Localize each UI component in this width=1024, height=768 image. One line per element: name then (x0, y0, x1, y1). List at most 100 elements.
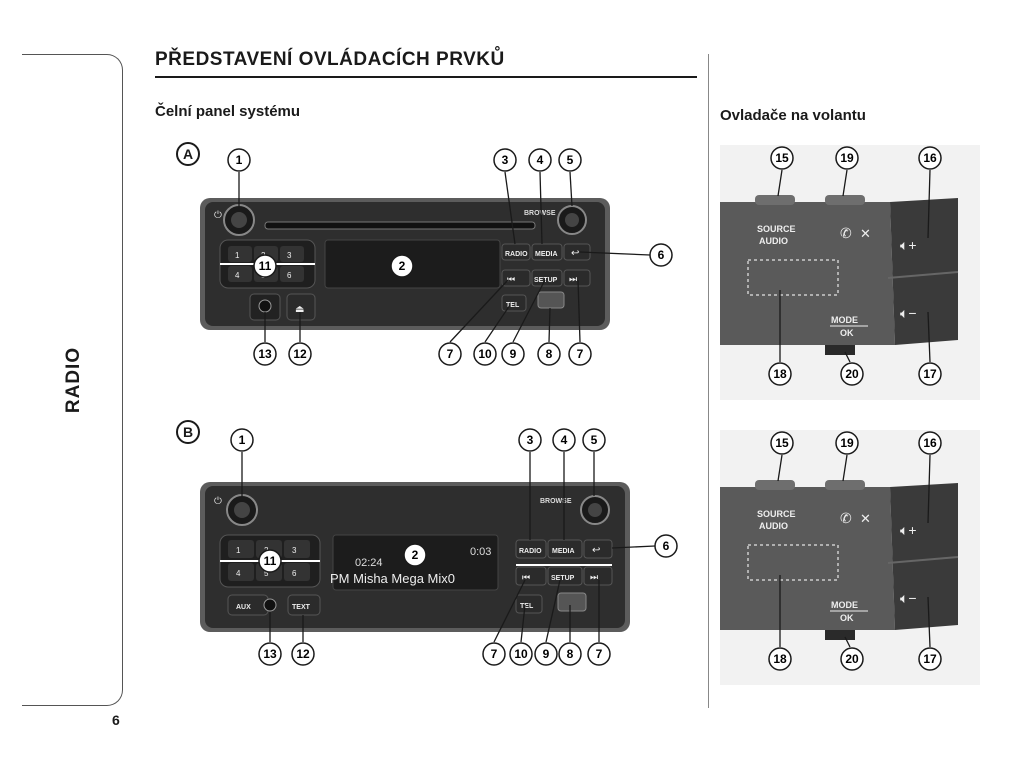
preset-4-b[interactable] (228, 563, 254, 581)
preset-6-b[interactable] (284, 563, 310, 581)
preset-3-a[interactable] (280, 246, 304, 262)
preset-6-a[interactable] (280, 266, 304, 282)
back-icon-b: ↩ (592, 545, 600, 556)
radio-button-b[interactable] (515, 539, 547, 559)
hangup-icon-2: ✕ (860, 511, 871, 526)
svg-text:11: 11 (259, 259, 272, 273)
radio-button-a[interactable] (501, 243, 531, 261)
text-button-b[interactable] (287, 594, 321, 616)
media-button-a-label: MEDIA (535, 251, 558, 258)
svg-text:4: 4 (537, 153, 544, 167)
prev-button-a[interactable] (501, 269, 531, 287)
svg-text:9: 9 (543, 647, 550, 661)
callouts-b: 1 3 4 5 6 2 11 7 10 9 8 7 13 12 (230, 428, 678, 666)
eject-button-a[interactable] (286, 293, 316, 321)
source-label-1: SOURCE (757, 224, 796, 234)
rocker-split-1 (887, 271, 959, 279)
steering-callouts-1: 15 19 16 18 20 17 (768, 146, 942, 386)
text-button-b-label: TEXT (292, 604, 311, 611)
radio-button-b-label: RADIO (519, 548, 542, 555)
steering-callouts-2: 15 19 16 18 20 17 (768, 431, 942, 671)
source-button-top-1[interactable] (755, 195, 795, 205)
svg-text:4: 4 (561, 433, 568, 447)
preset-4-a[interactable] (228, 266, 252, 282)
audio-label-1: AUDIO (759, 236, 788, 246)
preset-1-b[interactable] (228, 540, 254, 558)
preset-3-b[interactable] (284, 540, 310, 558)
svg-text:20: 20 (845, 652, 859, 666)
mode-wheel-2[interactable] (825, 630, 855, 640)
svg-text:5: 5 (567, 153, 574, 167)
svg-text:19: 19 (840, 436, 854, 450)
source-button-top-2[interactable] (755, 480, 795, 490)
callouts-a: 1 3 4 5 6 2 11 7 10 9 8 7 13 12 (227, 148, 673, 366)
svg-text:11: 11 (264, 554, 277, 568)
usb-port-a[interactable] (537, 291, 565, 309)
phone-button-top-2[interactable] (825, 480, 865, 490)
svg-text:2: 2 (412, 548, 419, 562)
prev-icon-a: ⏮ (507, 274, 515, 284)
media-button-b[interactable] (547, 539, 583, 559)
page-title: PŘEDSTAVENÍ OVLÁDACÍCH PRVKŮ (155, 49, 505, 70)
volume-up-icon-2: 🔈︎+ (900, 522, 917, 538)
leader-lines-b (241, 452, 656, 643)
browse-knob-b-center (588, 503, 602, 517)
browse-label-a: BROWSE (524, 210, 556, 217)
tel-button-b[interactable] (515, 594, 543, 614)
side-tab-label: RADIO (63, 346, 84, 414)
media-button-b-label: MEDIA (552, 548, 575, 555)
next-button-a[interactable] (563, 269, 591, 287)
volume-down-icon-1: 🔈︎− (900, 305, 917, 321)
svg-text:18: 18 (773, 652, 787, 666)
ok-label-1: OK (840, 328, 854, 338)
steering-leaders-2 (777, 454, 931, 648)
svg-text:17: 17 (923, 652, 937, 666)
prev-button-b[interactable] (515, 566, 547, 586)
mode-wheel-1[interactable] (825, 345, 855, 355)
preset-1-a[interactable] (228, 246, 252, 262)
volume-rocker-2 (890, 483, 958, 630)
svg-text:1: 1 (239, 433, 246, 447)
svg-text:2: 2 (399, 259, 406, 273)
display-b-time: 02:24 (355, 557, 383, 569)
setup-button-b[interactable] (547, 566, 583, 586)
svg-text:6: 6 (658, 248, 665, 262)
next-icon-b: ⏭ (590, 572, 598, 582)
steering-controls-2: SOURCE AUDIO ✆ ✕ 🔈︎+ 🔈︎− MODE OK 15 19 1… (720, 430, 980, 685)
preset-label-3-b: 3 (292, 546, 297, 555)
svg-text:1: 1 (236, 153, 243, 167)
radio-button-a-label: RADIO (505, 251, 528, 258)
prev-icon-b: ⏮ (522, 572, 530, 582)
variant-label-b: B (176, 420, 200, 444)
display-b-track: PM Misha Mega Mix0 (330, 571, 455, 586)
usb-port-b[interactable] (557, 592, 587, 612)
next-button-b[interactable] (583, 566, 613, 586)
svg-text:15: 15 (775, 436, 789, 450)
hangup-icon-1: ✕ (860, 226, 871, 241)
svg-text:17: 17 (923, 367, 937, 381)
front-panel-heading: Čelní panel systému (155, 103, 301, 120)
tel-button-b-label: TEL (520, 603, 534, 610)
media-button-a[interactable] (531, 243, 563, 261)
svg-text:9: 9 (510, 347, 517, 361)
svg-text:12: 12 (293, 347, 307, 361)
volume-down-icon-2: 🔈︎− (900, 590, 917, 606)
cd-slot-a[interactable] (264, 221, 536, 230)
steering-heading: Ovladače na volantu (720, 107, 866, 124)
phone-button-top-1[interactable] (825, 195, 865, 205)
scroll-wheel-area-1[interactable] (747, 259, 839, 296)
svg-text:16: 16 (923, 151, 937, 165)
setup-button-b-label: SETUP (551, 575, 575, 582)
tel-button-a-label: TEL (506, 302, 520, 309)
scroll-wheel-area-2[interactable] (747, 544, 839, 581)
aux-jack-a[interactable] (258, 299, 272, 313)
back-button-b[interactable] (583, 539, 613, 559)
source-label-2: SOURCE (757, 509, 796, 519)
next-icon-a: ⏭ (569, 274, 577, 284)
rocker-split-2 (887, 556, 959, 564)
mode-label-2: MODE (831, 600, 858, 610)
setup-button-a[interactable] (531, 269, 563, 287)
volume-up-icon-1: 🔈︎+ (900, 237, 917, 253)
aux-jack-b[interactable] (263, 598, 277, 612)
power-icon-b: ⏻ (214, 496, 222, 507)
